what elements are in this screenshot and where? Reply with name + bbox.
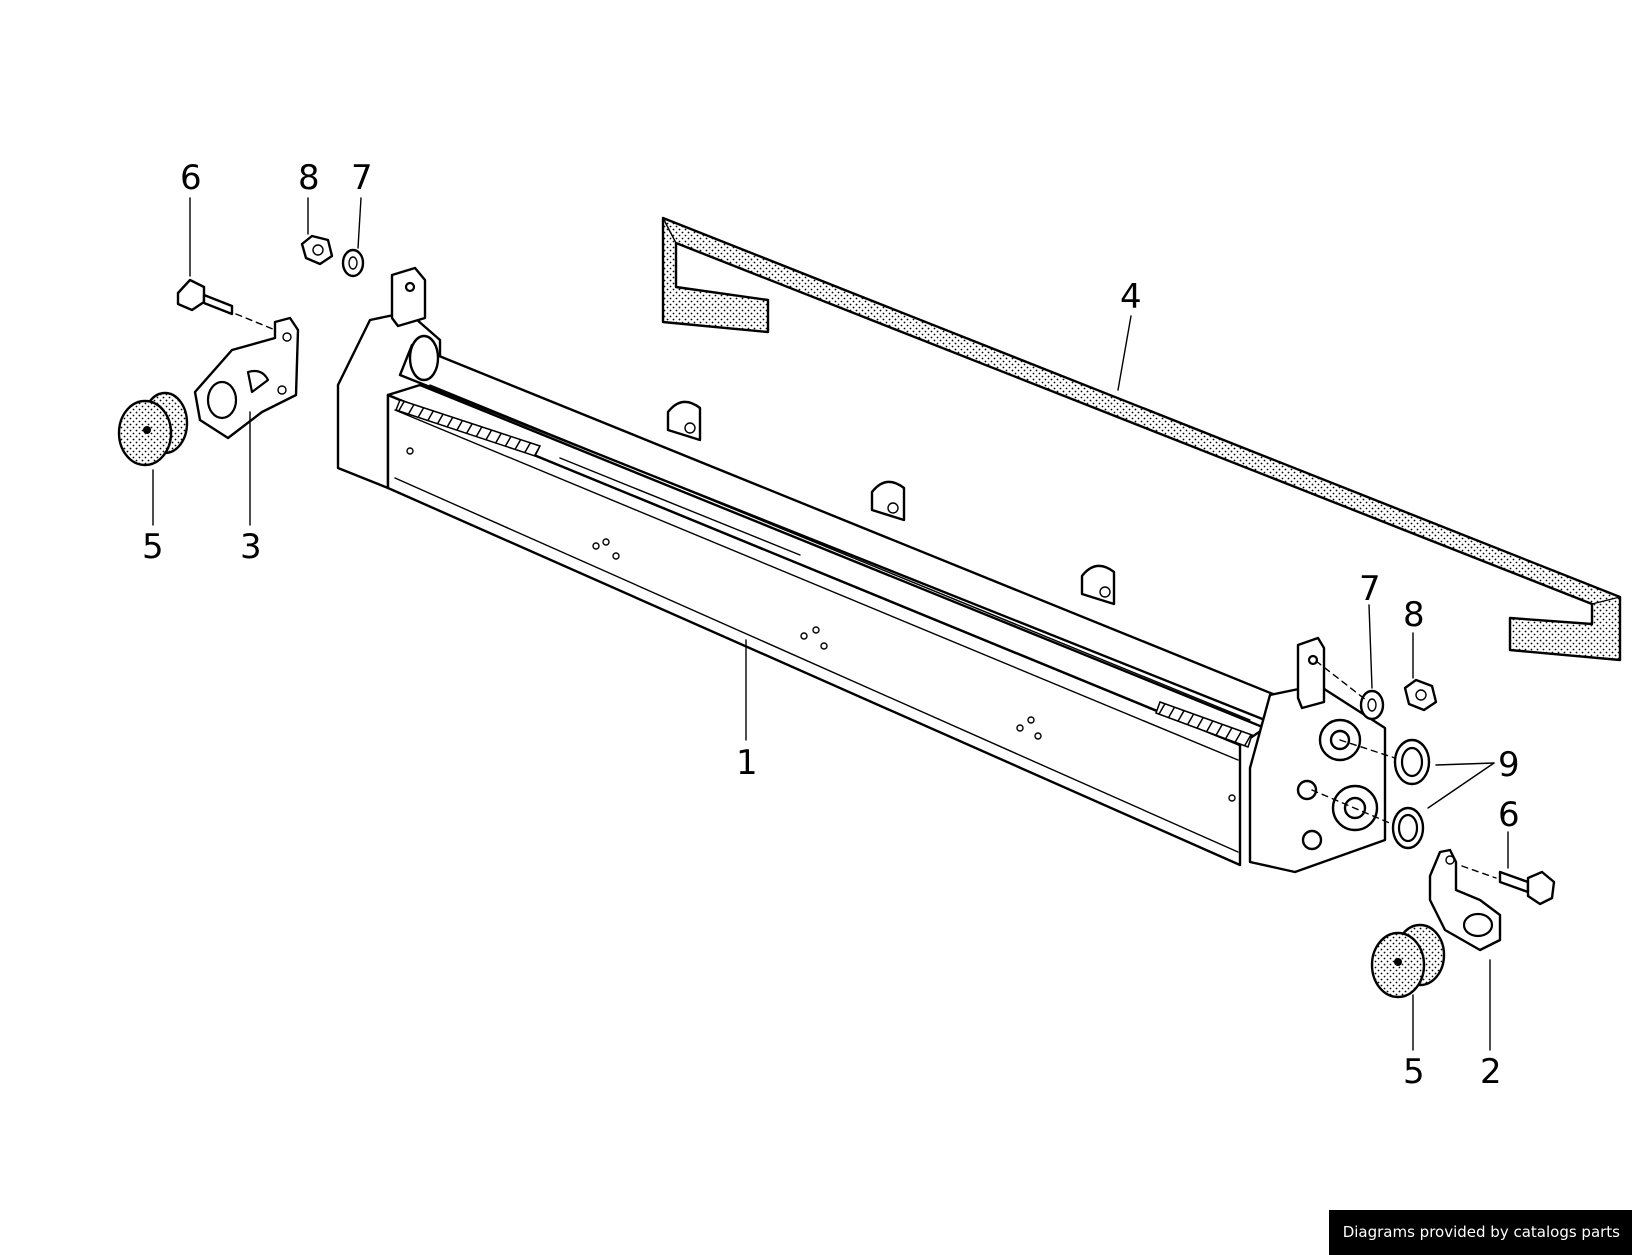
callout-7-right: 7 xyxy=(1359,569,1381,609)
o-rings xyxy=(1391,738,1431,850)
leader-lines xyxy=(152,197,1509,1051)
callout-5-right: 5 xyxy=(1403,1052,1425,1092)
callout-3: 3 xyxy=(240,527,262,567)
washer-left xyxy=(341,248,365,278)
nut-left xyxy=(300,234,334,266)
grommet-right xyxy=(1370,923,1446,999)
callout-8-left: 8 xyxy=(298,158,320,198)
callout-8-right: 8 xyxy=(1403,595,1425,635)
bolt-right xyxy=(1461,865,1556,906)
credit-banner: Diagrams provided by catalogs parts xyxy=(1328,1210,1632,1255)
callout-9: 9 xyxy=(1498,745,1520,785)
callout-7-left: 7 xyxy=(351,158,373,198)
grommet-left xyxy=(117,391,189,467)
washer-right xyxy=(1359,689,1385,721)
callout-4: 4 xyxy=(1120,277,1142,317)
nut-right xyxy=(1403,678,1438,712)
seal-strip xyxy=(661,216,1622,662)
bolt-left xyxy=(176,278,286,335)
callouts: 6 8 7 4 5 3 1 7 8 9 6 5 2 xyxy=(142,158,1520,1092)
callout-6-right: 6 xyxy=(1498,795,1520,835)
bracket-right xyxy=(1428,848,1502,952)
callout-2: 2 xyxy=(1480,1052,1502,1092)
callout-5-left: 5 xyxy=(142,527,164,567)
callout-6-left: 6 xyxy=(180,158,202,198)
callout-1: 1 xyxy=(736,743,758,783)
bracket-left xyxy=(193,316,300,440)
cooler-body xyxy=(336,266,1387,874)
